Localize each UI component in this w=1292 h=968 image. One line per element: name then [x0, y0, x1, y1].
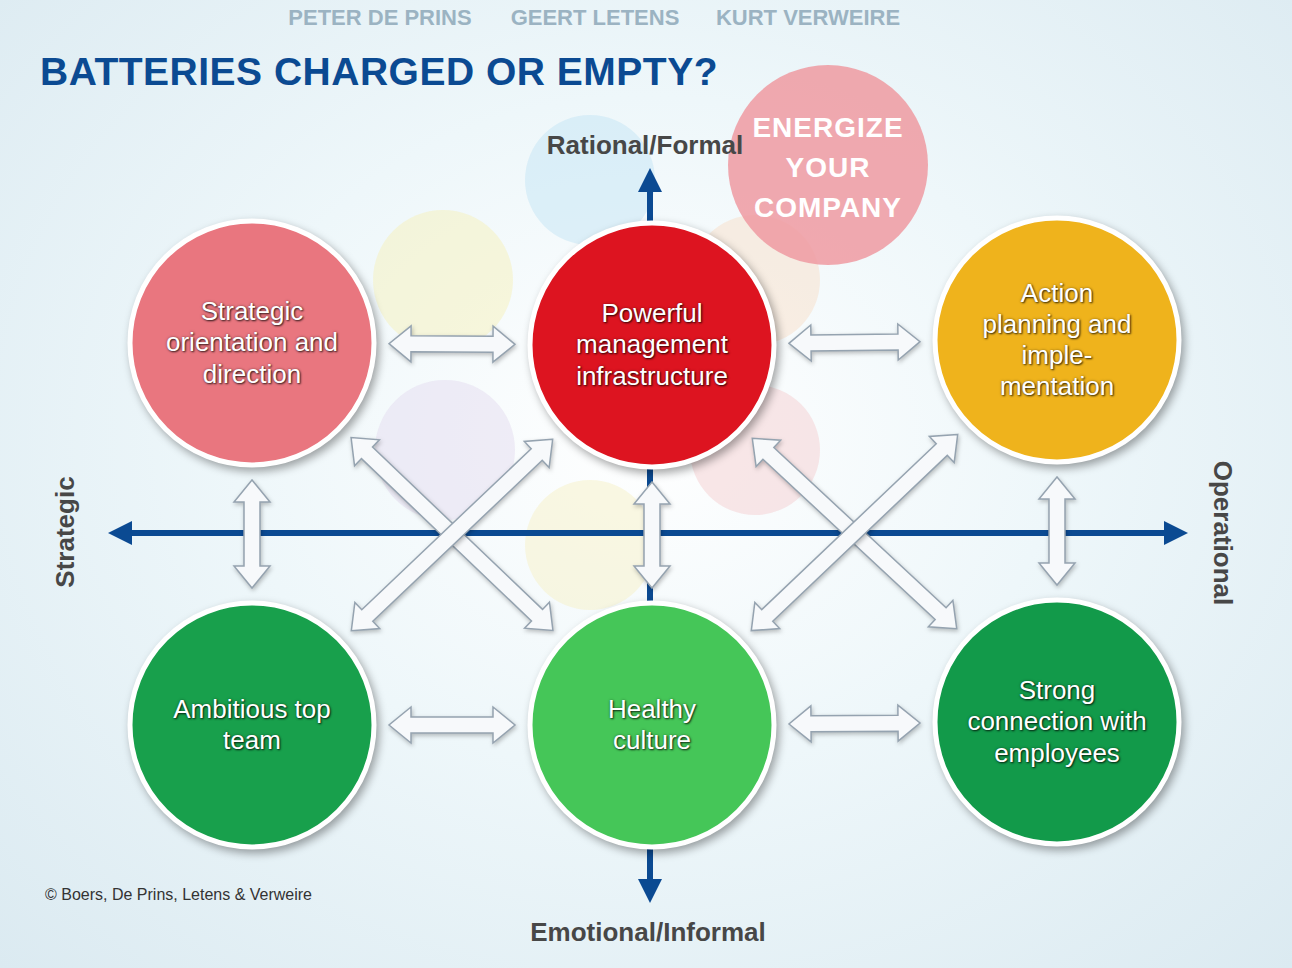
battery-label: Healthy culture	[582, 694, 722, 756]
axis-arrowhead	[638, 879, 662, 903]
circle-outline	[130, 221, 374, 465]
double-arrow	[389, 326, 515, 362]
battery-label: Strategic orientation and direction	[162, 296, 342, 390]
author-watermark: GEERT LETENS	[511, 5, 680, 31]
battery-label: Strong connection with employees	[955, 675, 1160, 769]
double-arrow	[234, 480, 270, 588]
circle-outline	[530, 603, 774, 847]
axis-arrowhead	[1164, 521, 1188, 545]
axis-arrowhead	[638, 168, 662, 192]
axis-label: Rational/Formal	[547, 130, 743, 161]
double-arrow	[389, 707, 515, 743]
circle-outline	[935, 600, 1179, 844]
axis-label: Operational	[1207, 461, 1238, 605]
axis-label: Strategic	[50, 476, 81, 587]
faint-circle	[373, 210, 513, 350]
battery-circle: Ambitious top team	[127, 600, 377, 850]
double-arrow	[634, 482, 670, 588]
double-arrow	[351, 438, 553, 631]
book-watermark: ENERGIZE YOUR COMPANY	[733, 108, 923, 228]
axis-label: Emotional/Informal	[530, 917, 765, 948]
circle-outline	[530, 223, 774, 467]
battery-label: Ambitious top team	[172, 694, 332, 756]
battery-circle: Healthy culture	[527, 600, 777, 850]
battery-circle: Strategic orientation and direction	[127, 218, 377, 468]
double-arrow	[751, 434, 957, 630]
circle-outline	[130, 603, 374, 847]
diagram-title: BATTERIES CHARGED OR EMPTY?	[40, 50, 718, 94]
double-arrow	[1039, 477, 1075, 585]
battery-circle: Strong connection with employees	[932, 597, 1182, 847]
battery-label: Action planning and imple- mentation	[982, 278, 1132, 403]
axis-arrowhead	[108, 521, 132, 545]
battery-circle: Action planning and imple- mentation	[932, 215, 1182, 465]
watermark-circle	[728, 65, 928, 265]
author-watermark: PETER DE PRINS	[288, 5, 471, 31]
circle-outline	[935, 218, 1179, 462]
battery-label: Powerful management infrastructure	[556, 298, 748, 392]
double-arrow	[789, 324, 920, 361]
double-arrow	[351, 439, 552, 630]
author-watermark: KURT VERWEIRE	[716, 5, 900, 31]
faint-circle	[525, 480, 655, 610]
copyright-note: © Boers, De Prins, Letens & Verweire	[45, 886, 312, 904]
battery-circle: Powerful management infrastructure	[527, 220, 777, 470]
double-arrow	[789, 705, 920, 742]
